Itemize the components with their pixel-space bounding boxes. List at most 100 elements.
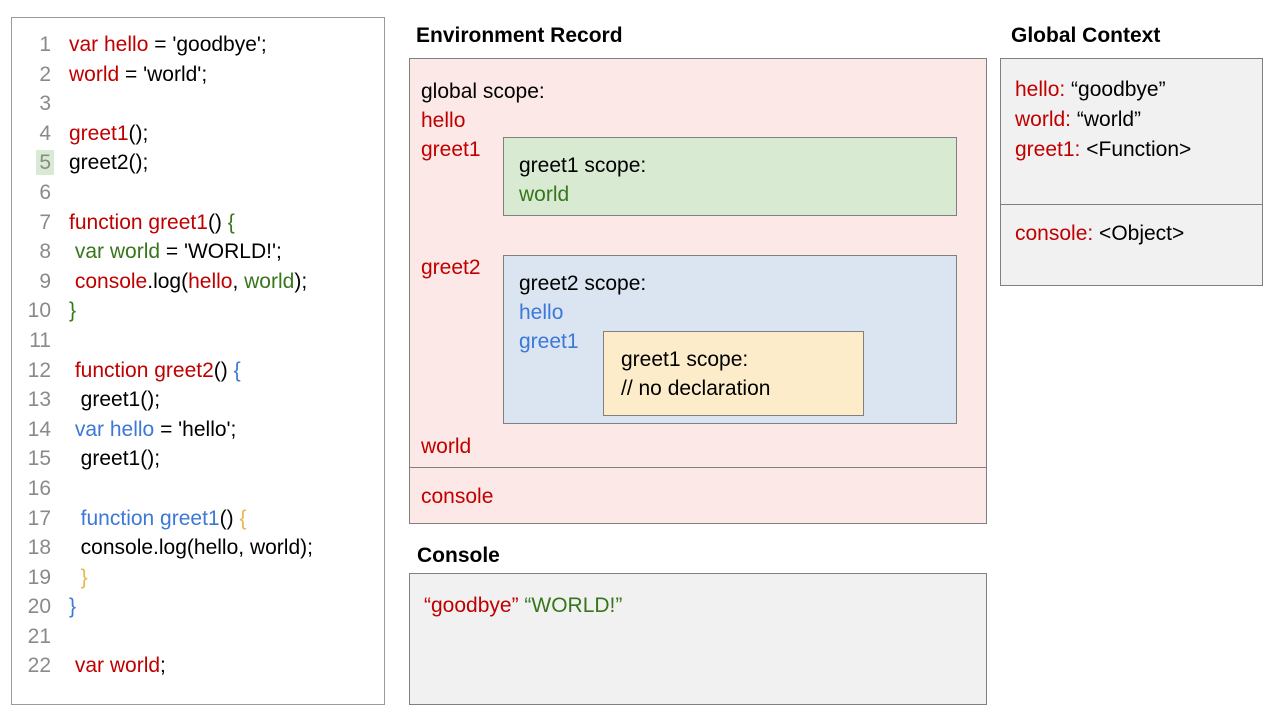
code-line[interactable]: 14 var hello = 'hello';: [12, 415, 384, 445]
line-number: 17: [27, 506, 51, 530]
global-context-variable-row: hello: “goodbye”: [1015, 75, 1262, 105]
environment-record-global-section: global scope: hello greet1 greet2 world …: [410, 59, 986, 468]
environment-record-panel: global scope: hello greet1 greet2 world …: [409, 58, 987, 524]
console-output-token: “goodbye”: [424, 594, 519, 617]
code-token: [69, 566, 81, 589]
line-number: 20: [27, 595, 51, 619]
global-context-variables: hello: “goodbye”world: “world”greet1: <F…: [1001, 59, 1262, 205]
code-line[interactable]: 19 }: [12, 563, 384, 593]
code-line-text: var world;: [56, 651, 166, 681]
console-heading: Console: [417, 544, 500, 567]
line-number: 22: [27, 654, 51, 678]
line-number: 10: [27, 299, 51, 323]
code-token: = 'world';: [119, 62, 208, 86]
global-context-key: hello:: [1015, 78, 1066, 101]
code-token: .log(: [147, 269, 189, 293]
nested-greet1-scope-box: greet1 scope: // no declaration: [603, 331, 864, 416]
console-panel: “goodbye” “WORLD!”: [409, 573, 987, 705]
line-number: 6: [39, 180, 51, 204]
code-token: function greet1: [80, 506, 220, 530]
code-line[interactable]: 10}: [12, 296, 384, 326]
code-line[interactable]: 20}: [12, 592, 384, 622]
line-number: 16: [27, 476, 51, 500]
code-token: ;: [160, 654, 166, 678]
code-line[interactable]: 22 var world;: [12, 651, 384, 681]
code-line[interactable]: 16: [12, 474, 384, 504]
code-token: = 'goodbye';: [148, 33, 267, 56]
code-line-text: }: [56, 563, 88, 593]
code-line[interactable]: 17 function greet1() {: [12, 504, 384, 534]
code-line[interactable]: 9 console.log(hello, world);: [12, 267, 384, 297]
code-token: [69, 507, 81, 530]
code-token: }: [80, 565, 88, 589]
line-number: 7: [39, 210, 51, 234]
code-token: var world: [74, 240, 161, 264]
code-token: ,: [232, 269, 245, 293]
line-number: 13: [27, 388, 51, 412]
code-token: {: [227, 210, 235, 234]
code-line[interactable]: 8 var world = 'WORLD!';: [12, 237, 384, 267]
code-line[interactable]: 7 function greet1() {: [12, 208, 384, 238]
line-number: 19: [27, 565, 51, 589]
line-number: 4: [39, 121, 51, 145]
line-number: 9: [39, 269, 51, 293]
code-token: var world: [74, 654, 161, 678]
code-line-text: console.log(hello, world);: [56, 533, 313, 563]
nested-greet1-scope-title: greet1 scope:: [621, 348, 749, 371]
code-line[interactable]: 11: [12, 326, 384, 356]
code-line-text: function greet2() {: [56, 356, 241, 386]
line-number: 15: [27, 447, 51, 471]
line-number: 12: [27, 358, 51, 382]
global-context-panel: hello: “goodbye”world: “world”greet1: <F…: [1000, 58, 1263, 286]
code-line-text: }: [56, 592, 76, 622]
global-context-key: greet1:: [1015, 138, 1081, 161]
code-token: world: [244, 269, 295, 293]
line-number: 1: [39, 33, 51, 56]
code-token: }: [69, 595, 77, 619]
greet2-scope-binding-greet1: greet1: [519, 330, 579, 353]
global-context-key: console:: [1015, 222, 1094, 245]
global-context-object-row: console: <Object>: [1015, 219, 1262, 249]
global-context-objects: console: <Object>: [1001, 205, 1262, 249]
code-line[interactable]: 21: [12, 622, 384, 652]
global-context-value: “world”: [1071, 108, 1142, 131]
code-line[interactable]: 3: [12, 89, 384, 119]
code-token: greet1: [69, 121, 129, 145]
code-token: console: [74, 269, 148, 293]
line-number: 3: [39, 92, 51, 116]
line-number: 14: [27, 417, 51, 441]
code-token: ();: [128, 121, 149, 145]
code-token: greet1();: [69, 388, 161, 412]
code-token: (): [219, 506, 240, 530]
code-line[interactable]: 1 var hello = 'goodbye';: [12, 30, 384, 60]
console-output-line: “goodbye” “WORLD!”: [424, 591, 986, 620]
code-token: {: [233, 358, 241, 382]
line-number: 8: [39, 240, 51, 264]
code-token: (): [207, 210, 228, 234]
code-line[interactable]: 6: [12, 178, 384, 208]
code-line[interactable]: 15 greet1();: [12, 444, 384, 474]
global-context-key: world:: [1015, 108, 1072, 131]
code-line[interactable]: 12 function greet2() {: [12, 356, 384, 386]
environment-record-heading: Environment Record: [416, 24, 623, 47]
code-token: world: [69, 62, 120, 86]
code-token: var hello: [69, 33, 149, 56]
code-token: = 'hello';: [154, 417, 237, 441]
code-line-text: greet1();: [56, 119, 148, 149]
code-token: greet2();: [69, 151, 149, 175]
code-line[interactable]: 18 console.log(hello, world);: [12, 533, 384, 563]
code-token: function greet1: [69, 210, 208, 234]
global-context-value: “goodbye”: [1065, 78, 1166, 101]
code-line-text: greet2();: [56, 148, 148, 178]
code-line[interactable]: 13 greet1();: [12, 385, 384, 415]
code-token: var hello: [74, 417, 155, 441]
line-number: 21: [27, 624, 51, 648]
code-token: );: [294, 269, 308, 293]
code-token: console.log(hello, world);: [69, 536, 313, 560]
console-output-token: “WORLD!”: [518, 594, 623, 617]
